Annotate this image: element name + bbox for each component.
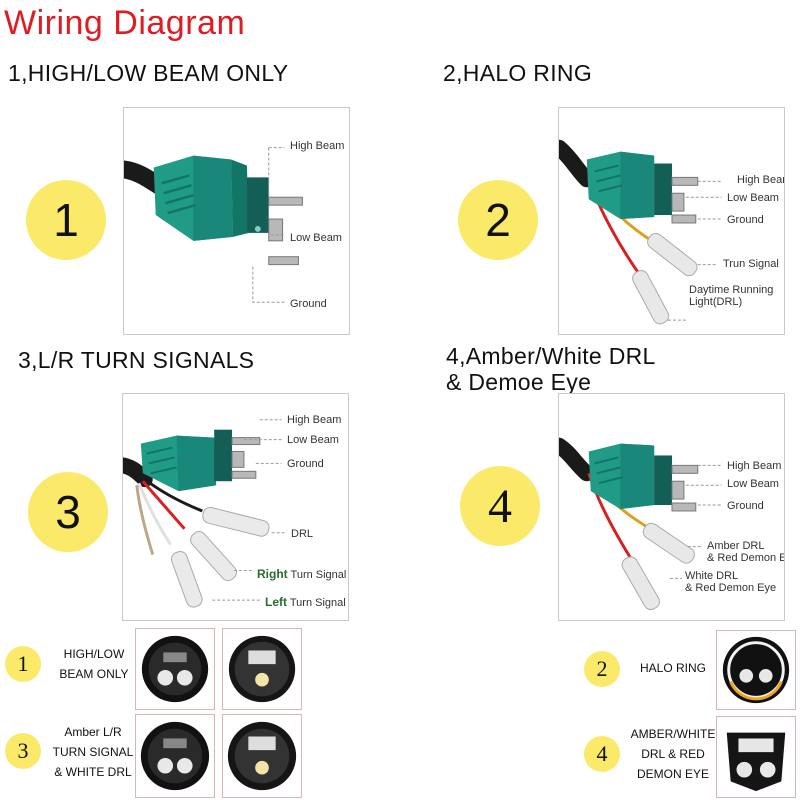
product-1-label-line2: BEAM ONLY (59, 667, 129, 681)
label-amber-red-demon-eye: & Red Demon Eye (707, 552, 784, 564)
section-4-number-badge: 4 (460, 466, 540, 546)
product-2-photo (716, 630, 796, 710)
left-word: Left (265, 595, 287, 609)
label-drl: DRL (291, 528, 314, 540)
label-low-beam: Low Beam (290, 232, 342, 244)
section-1-heading: 1,HIGH/LOW BEAM ONLY (8, 60, 289, 86)
product-4-badge: 4 (584, 736, 620, 772)
product-4-label: AMBER/WHITE DRL & RED DEMON EYE (628, 724, 718, 784)
product-3-label-line2: TURN SIGNAL (52, 745, 134, 759)
label-high-beam: High Beam (287, 414, 342, 426)
halo-ring-plug-illustration (559, 139, 722, 325)
label-low-beam: Low Beam (727, 192, 779, 204)
label-trun-signal: Trun Signal (723, 258, 779, 270)
product-1-front-photo (135, 628, 215, 710)
section-1-diagram: High Beam Low Beam Ground (123, 107, 350, 335)
product-2-badge: 2 (584, 651, 620, 687)
label-amber-drl: Amber DRL (707, 540, 765, 552)
label-right-turn-signal: Right Turn Signal (257, 568, 346, 581)
label-left-turn-signal: Left Turn Signal (265, 596, 346, 609)
page-title: Wiring Diagram (4, 4, 246, 42)
section-3-diagram: High Beam Low Beam Ground DRL Right Turn… (122, 393, 349, 621)
product-1-label: HIGH/LOW BEAM ONLY (52, 644, 136, 684)
section-2-diagram: High Beam Low Beam Ground Trun Signal Da… (558, 107, 785, 335)
product-3-badge: 3 (5, 733, 41, 769)
section-2-heading: 2,HALO RING (443, 60, 593, 86)
product-3-label-line3: & WHITE DRL (54, 765, 132, 779)
label-ground: Ground (727, 214, 764, 226)
section-3-number-badge: 3 (28, 472, 108, 552)
section-4-heading-line2: & Demoe Eye (446, 369, 592, 395)
section-3-heading: 3,L/R TURN SIGNALS (18, 347, 255, 373)
label-ground: Ground (290, 298, 327, 310)
section-2-number-badge: 2 (458, 180, 538, 260)
product-3-back-photo (222, 714, 302, 798)
product-4-label-line1: AMBER/WHITE (630, 727, 716, 741)
product-4-photo (716, 716, 796, 798)
section-4-heading: 4,Amber/White DRL & Demoe Eye (446, 343, 656, 395)
product-4-label-line3: DEMON EYE (636, 767, 709, 781)
right-word: Right (257, 567, 288, 581)
turn-signal-plug-illustration (123, 419, 286, 608)
demon-eye-plug-illustration (559, 437, 722, 611)
turn-signal-text: Turn Signal (289, 597, 346, 609)
product-1-label-line1: HIGH/LOW (63, 647, 125, 661)
product-3-front-photo (135, 714, 215, 798)
label-low-beam: Low Beam (287, 434, 339, 446)
label-white-drl: White DRL (685, 570, 739, 582)
product-3-label: Amber L/R TURN SIGNAL & WHITE DRL (48, 722, 138, 782)
product-1-badge: 1 (5, 646, 41, 682)
label-low-beam: Low Beam (727, 478, 779, 490)
section-4-heading-line1: 4,Amber/White DRL (446, 343, 656, 369)
product-3-label-line1: Amber L/R (64, 725, 122, 739)
label-high-beam: High Beam (727, 460, 782, 472)
label-high-beam: High Beam (290, 140, 345, 152)
label-drl: Light(DRL) (689, 296, 743, 308)
product-2-label: HALO RING (630, 658, 716, 678)
label-ground: Ground (287, 458, 324, 470)
section-4-diagram: High Beam Low Beam Ground Amber DRL & Re… (558, 393, 785, 621)
high-low-plug-illustration (124, 147, 303, 303)
label-ground: Ground (727, 500, 764, 512)
label-white-red-demon-eye: & Red Demon Eye (685, 582, 777, 594)
section-1-number-badge: 1 (26, 180, 106, 260)
label-daytime-running: Daytime Running (689, 284, 774, 296)
product-1-back-photo (222, 628, 302, 710)
product-4-label-line2: DRL & RED (641, 747, 705, 761)
product-2-label-line1: HALO RING (639, 661, 706, 675)
label-high-beam: High Beam (737, 174, 784, 186)
turn-signal-text: Turn Signal (290, 569, 347, 581)
